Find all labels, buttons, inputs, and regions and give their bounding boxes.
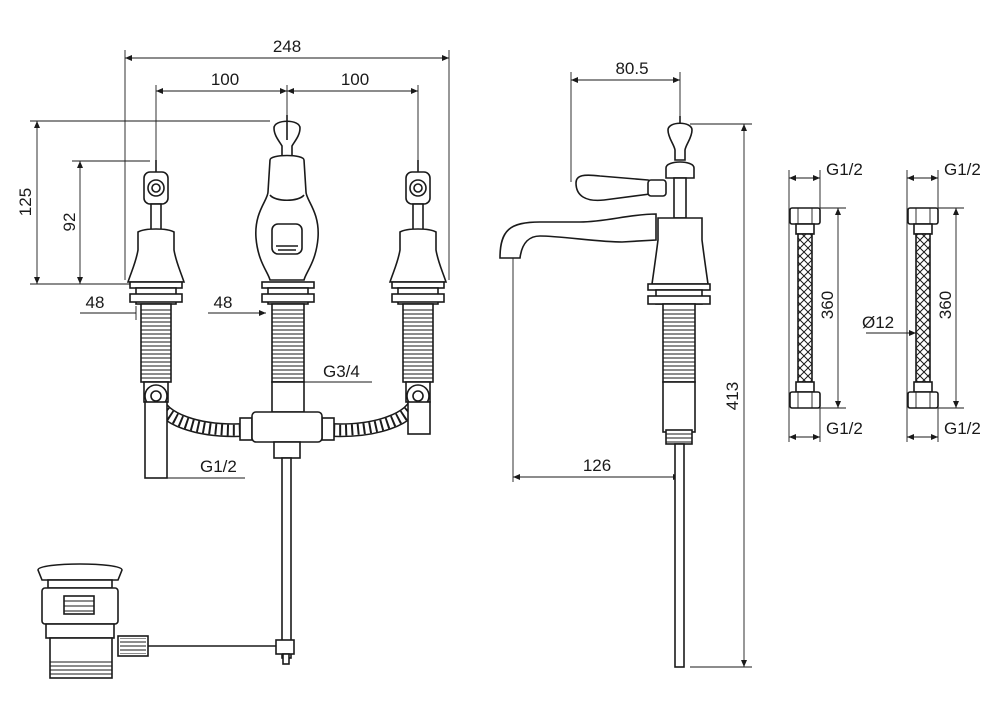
side-top-knob bbox=[665, 116, 695, 219]
tee-junction bbox=[239, 411, 335, 459]
hose-left-top-thread: G1/2 bbox=[826, 160, 863, 179]
hose-left-bottom-thread: G1/2 bbox=[826, 419, 863, 438]
left-valve-body bbox=[126, 228, 186, 305]
side-spout bbox=[499, 213, 657, 259]
dim-248-label: 248 bbox=[273, 37, 301, 56]
dim-125-label: 125 bbox=[16, 188, 35, 216]
dim-spout-reach: 126 bbox=[512, 258, 680, 482]
hose-right-diameter: Ø12 bbox=[862, 313, 894, 332]
pop-up-rod bbox=[281, 457, 292, 659]
center-threaded-shank bbox=[271, 303, 305, 413]
dim-92-label: 92 bbox=[60, 213, 79, 232]
right-inlet-pipe bbox=[407, 401, 431, 435]
dim-handle-offset: 80.5 bbox=[570, 59, 681, 182]
right-cross-handle bbox=[405, 160, 431, 233]
right-valve-body bbox=[388, 228, 448, 305]
dim-48-left-label: 48 bbox=[86, 293, 105, 312]
side-lever-handle bbox=[575, 174, 667, 202]
pop-up-waste bbox=[37, 563, 295, 679]
center-spout-body bbox=[255, 154, 319, 305]
hose-left-length: 360 bbox=[818, 291, 837, 319]
inlet-thread-callout: G1/2 bbox=[145, 457, 245, 479]
g12-inlet-label: G1/2 bbox=[200, 457, 237, 476]
dim-100-right-label: 100 bbox=[341, 70, 369, 89]
outlet-thread-callout: G3/4 bbox=[304, 362, 372, 383]
g34-label: G3/4 bbox=[323, 362, 360, 381]
hose-right-length: 360 bbox=[936, 291, 955, 319]
flexible-hose-right: G1/2 Ø12 360 G1/2 bbox=[862, 160, 981, 442]
center-lever-knob bbox=[273, 115, 301, 157]
left-threaded-shank bbox=[140, 303, 172, 403]
left-inlet-pipe bbox=[144, 401, 168, 479]
dim-48-center-label: 48 bbox=[214, 293, 233, 312]
left-cross-handle bbox=[143, 160, 169, 233]
dim-100-left-label: 100 bbox=[211, 70, 239, 89]
dim-flange-left: 48 bbox=[80, 293, 137, 320]
dim-spacing: 100 100 bbox=[155, 70, 419, 160]
hose-right-bottom-thread: G1/2 bbox=[944, 419, 981, 438]
dim-flange-center: 48 bbox=[208, 293, 266, 316]
dim-413-label: 413 bbox=[723, 382, 742, 410]
right-threaded-shank bbox=[402, 303, 434, 403]
dim-valve-height: 92 bbox=[60, 160, 150, 285]
dim-80-5-label: 80.5 bbox=[615, 59, 648, 78]
side-view: 80.5 413 126 bbox=[499, 59, 981, 668]
flexible-hose-left: G1/2 360 G1/2 bbox=[788, 160, 863, 442]
dim-total-height: 413 bbox=[690, 123, 752, 668]
side-body bbox=[647, 217, 711, 668]
front-view: 248 100 100 125 92 bbox=[16, 37, 450, 679]
dim-overall-width: 248 bbox=[124, 37, 450, 280]
hose-right-top-thread: G1/2 bbox=[944, 160, 981, 179]
dim-126-label: 126 bbox=[583, 456, 611, 475]
